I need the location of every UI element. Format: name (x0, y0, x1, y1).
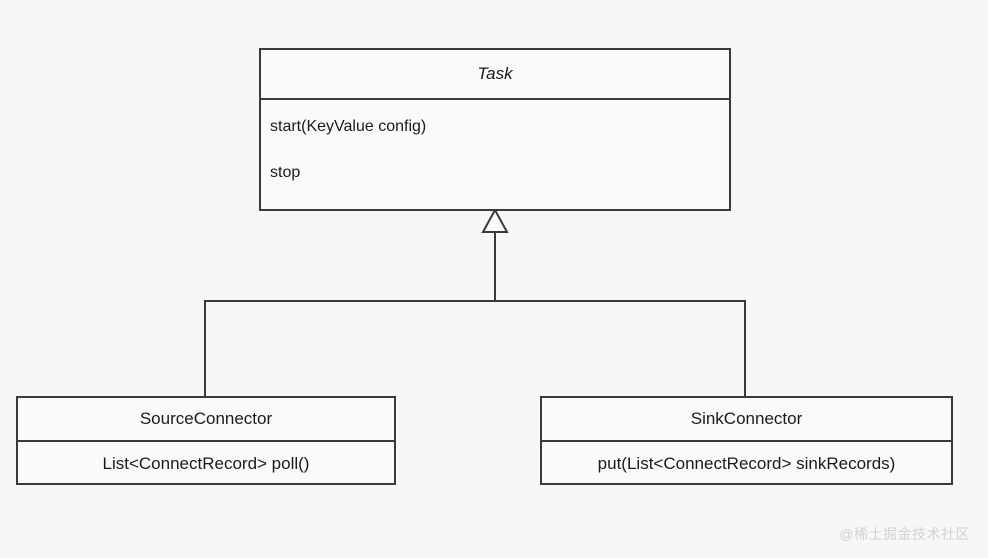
class-divider-source-connector (18, 440, 394, 442)
class-member-task-start: start(KeyValue config) (270, 118, 427, 135)
class-member-sink-connector-put: put(List<ConnectRecord> sinkRecords) (597, 454, 896, 473)
class-member-source-connector-poll: List<ConnectRecord> poll() (102, 454, 310, 473)
class-members-source-connector: List<ConnectRecord> poll() (18, 442, 394, 485)
hollow-triangle-arrowhead (481, 207, 509, 233)
class-divider-task (261, 98, 729, 100)
class-title-sink-connector: SinkConnector (690, 409, 803, 428)
class-divider-sink-connector (542, 440, 951, 442)
class-box-task[interactable]: Task start(KeyValue config) stop (259, 48, 731, 211)
class-box-sink-connector[interactable]: SinkConnector put(List<ConnectRecord> si… (540, 396, 953, 485)
class-title-source-connector: SourceConnector (139, 409, 273, 428)
class-members-sink-connector: put(List<ConnectRecord> sinkRecords) (542, 442, 951, 485)
class-member-task-stop: stop (270, 164, 301, 181)
watermark-text: @稀土掘金技术社区 (839, 526, 970, 542)
class-title-task: Task (477, 64, 513, 83)
class-box-source-connector[interactable]: SourceConnector List<ConnectRecord> poll… (16, 396, 396, 485)
class-members-task: start(KeyValue config) stop (261, 100, 729, 208)
